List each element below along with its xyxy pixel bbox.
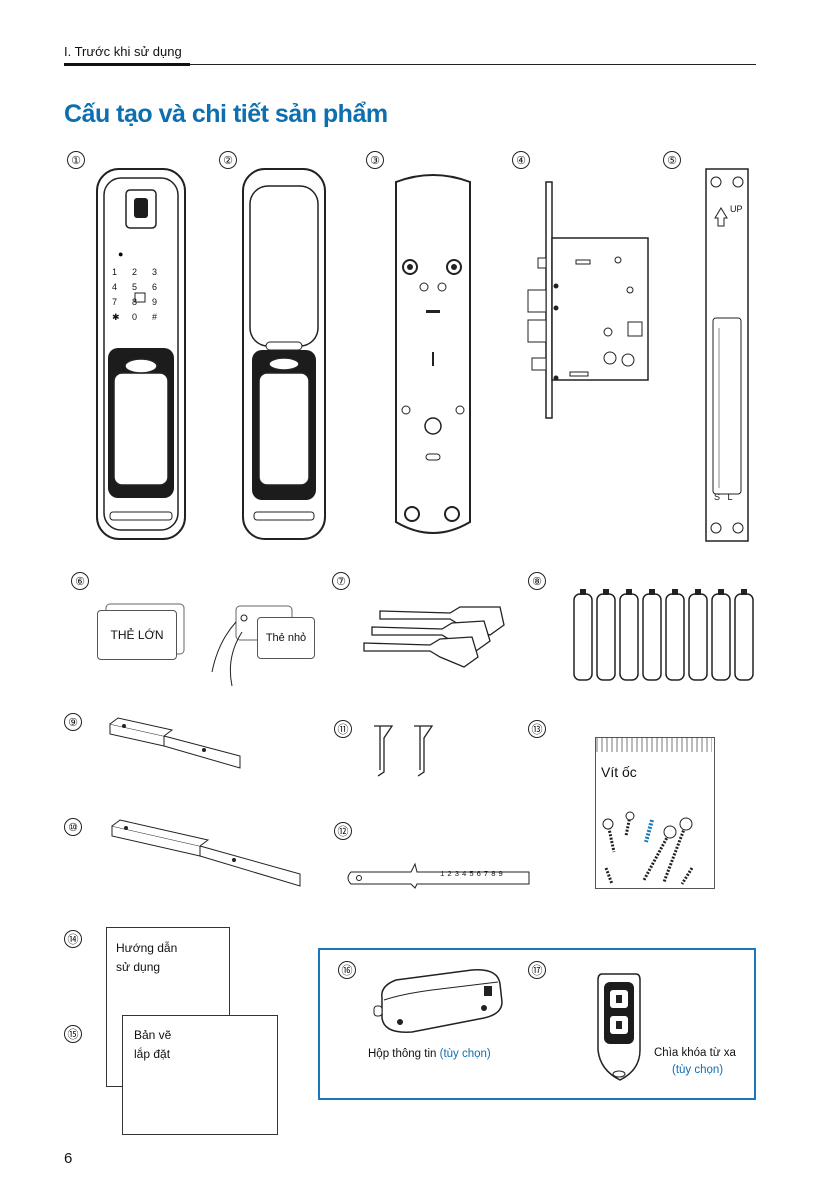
rear-lock-body-illustration xyxy=(242,168,326,540)
mortise-illustration xyxy=(527,181,649,419)
svg-text:●: ● xyxy=(118,249,123,259)
strike-plate-illustration xyxy=(705,168,749,542)
small-card: Thẻ nhỏ xyxy=(257,617,315,659)
item-number-7: ⑦ xyxy=(332,572,350,590)
drawing-title-line2: lắp đặt xyxy=(134,1047,171,1061)
keypad-key-8: 8 xyxy=(132,297,138,307)
keypad-key-5: 5 xyxy=(132,282,138,292)
item-number-5: ⑤ xyxy=(663,151,681,169)
clips-illustration xyxy=(374,725,434,777)
item-number-14: ⑭ xyxy=(64,930,82,948)
mechanical-keys-illustration xyxy=(363,606,505,668)
hub-illustration xyxy=(373,969,503,1033)
item-number-1: ① xyxy=(67,151,85,169)
item-number-13: ⑬ xyxy=(528,720,546,738)
screws-illustration xyxy=(602,811,694,885)
optional-accessories-box xyxy=(318,948,756,1100)
ruler-scale: 123456789 xyxy=(440,871,506,879)
page-number: 6 xyxy=(64,1150,73,1167)
short-spindle-illustration xyxy=(109,717,241,769)
keypad-key-7: 7 xyxy=(112,297,118,307)
large-card: THẺ LỚN xyxy=(97,610,177,660)
remote-key-illustration xyxy=(597,973,641,1081)
drawing-title-line1: Bản vẽ xyxy=(134,1028,172,1042)
keypad-key-4: 4 xyxy=(112,282,118,292)
item-number-8: ⑧ xyxy=(528,572,546,590)
long-spindle-illustration xyxy=(111,819,301,887)
section-header: I. Trước khi sử dụng xyxy=(64,44,182,59)
keypad-key-6: 6 xyxy=(152,282,158,292)
front-lock-body-illustration: ● xyxy=(96,168,186,540)
keypad-key-3: 3 xyxy=(152,267,158,277)
keypad-key-1: 1 xyxy=(112,267,118,277)
batteries-illustration xyxy=(573,589,754,681)
ruler-illustration xyxy=(347,862,530,889)
hub-label: Hộp thông tin xyxy=(368,1048,437,1060)
hub-optional-note: (tùy chọn) xyxy=(439,1048,491,1060)
item-number-3: ③ xyxy=(366,151,384,169)
item-number-16: ⑯ xyxy=(338,961,356,979)
keypad-key-9: 9 xyxy=(152,297,158,307)
item-number-9: ⑨ xyxy=(64,713,82,731)
installation-drawing xyxy=(122,1015,278,1135)
mounting-plate-illustration xyxy=(395,174,471,534)
screw-bag xyxy=(595,737,715,889)
item-number-6: ⑥ xyxy=(71,572,89,590)
screw-bag-label: Vít ốc xyxy=(601,764,637,780)
keypad-key-0: 0 xyxy=(132,312,138,322)
item-number-2: ② xyxy=(219,151,237,169)
keypad-key-star: ✱ xyxy=(112,312,120,322)
remote-label: Chìa khóa từ xa xyxy=(654,1047,736,1059)
up-label: UP xyxy=(730,204,743,214)
item-number-17: ⑰ xyxy=(528,961,546,979)
hub-caption: Hộp thông tin (tùy chọn) xyxy=(368,1048,491,1060)
item-number-15: ⑮ xyxy=(64,1025,82,1043)
page-title: Cấu tạo và chi tiết sản phẩm xyxy=(64,100,388,128)
keypad: 1 2 3 4 5 6 7 8 9 ✱ 0 # xyxy=(112,267,172,323)
manual-title-line2: sử dụng xyxy=(116,960,161,974)
header-rule xyxy=(64,64,756,65)
keypad-key-2: 2 xyxy=(132,267,138,277)
item-number-11: ⑪ xyxy=(334,720,352,738)
item-number-12: ⑫ xyxy=(334,822,352,840)
header-rule-accent xyxy=(64,63,190,66)
item-number-10: ⑩ xyxy=(64,818,82,836)
manual-title-line1: Hướng dẫn xyxy=(116,941,178,955)
screw-bag-seal xyxy=(596,738,712,752)
strike-plate-label: S L xyxy=(714,492,733,502)
keypad-key-hash: # xyxy=(152,312,158,322)
item-number-4: ④ xyxy=(512,151,530,169)
remote-optional-note: (tùy chọn) xyxy=(672,1064,724,1076)
